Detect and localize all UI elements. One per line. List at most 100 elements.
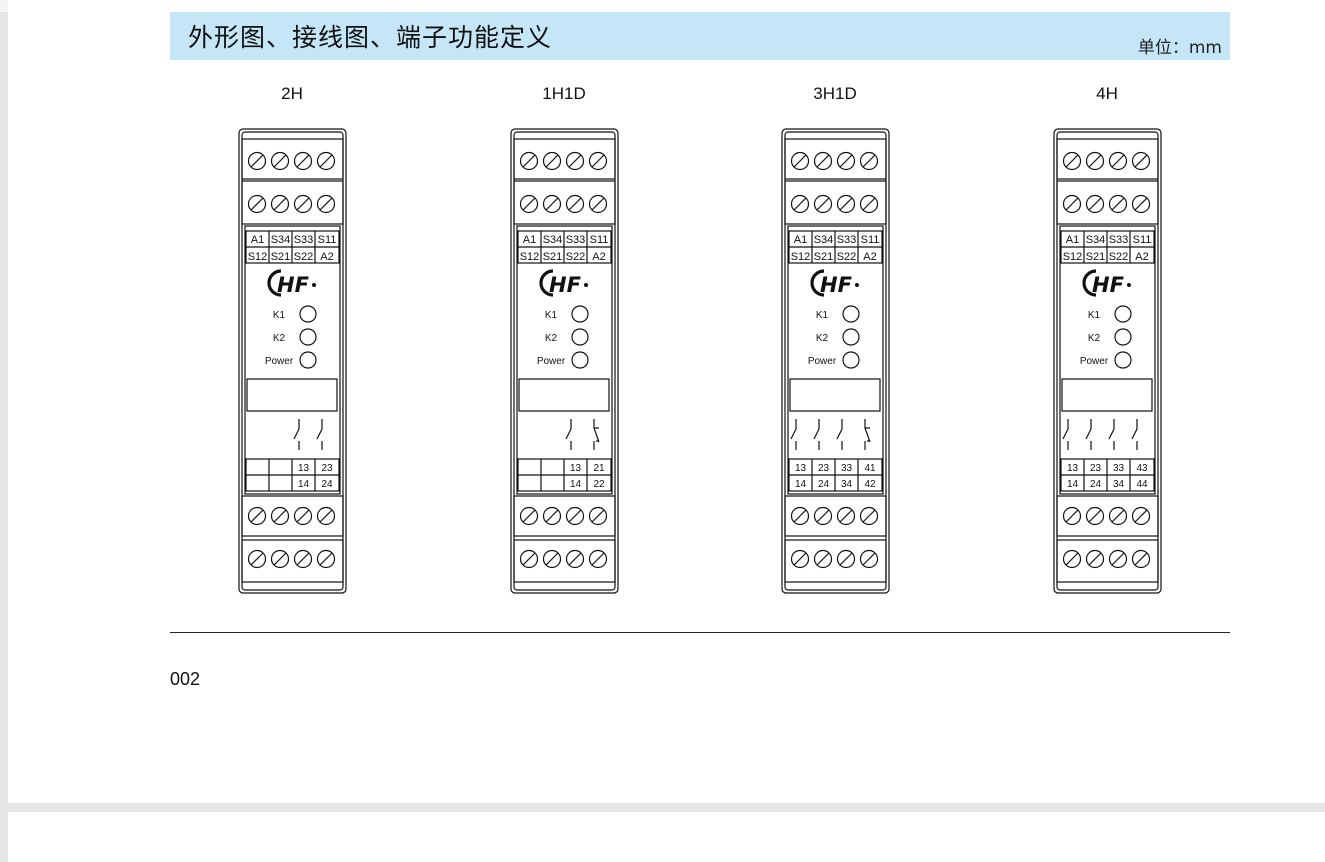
relay-1h1d-housing: [510, 128, 619, 594]
model-label-4h: 4H: [1096, 84, 1118, 103]
relay-4h-logo-dot: [1127, 283, 1131, 287]
relay-3h1d-terminal-23: 23: [818, 463, 830, 474]
relay-2h-top-row1-screw-slot-4: [319, 154, 333, 168]
relay-4h-terminal-14: 14: [1067, 479, 1079, 490]
relay-4h-label-s22: S22: [1109, 251, 1129, 263]
relay-2h-contact-no-3: [293, 419, 300, 450]
relay-4h-label-s33: S33: [1109, 234, 1129, 246]
relay-3h1d-top-block-1: [784, 138, 887, 180]
relay-3h1d-bottom-row1-screw-slot-1: [793, 509, 807, 523]
relay-3h1d-bottom-block-1: [784, 495, 887, 537]
relay-1h1d-bottom-block-2: [513, 539, 616, 583]
relay-3h1d-bottom-row1-screw-3: [836, 506, 856, 526]
relay-4h-indicator-label-k1: K1: [1088, 310, 1101, 321]
relay-3h1d-terminal-33: 33: [841, 463, 853, 474]
relay-2h-bottom-row2-screw-4: [316, 549, 336, 569]
relay-3h1d-top-row1-screw-slot-3: [839, 154, 853, 168]
relay-1h1d-top-row2-screw-slot-3: [568, 197, 582, 211]
relay-1h1d-housing-inner: [513, 131, 616, 591]
relay-3h1d-bottom-row1-screw-slot-3: [839, 509, 853, 523]
relay-1h1d-logo-dot: [584, 283, 588, 287]
relay-3h1d-bottom-row2-screw-slot-2: [816, 552, 830, 566]
relay-3h1d-housing-inner: [784, 131, 887, 591]
relay-4h-bottom-row1-screw-3: [1108, 506, 1128, 526]
relay-3h1d-logo-text: HF: [820, 273, 853, 297]
relay-2h-terminal-14: 14: [298, 479, 310, 490]
relay-2h-bottom-row2-screw-2: [270, 549, 290, 569]
relay-3h1d-contact-no-2: [813, 419, 820, 450]
relay-4h-top-block-2: [1056, 180, 1159, 225]
relay-2h-bottom-row2-screw-slot-1: [250, 552, 264, 566]
relay-1h1d-label-s34: S34: [543, 234, 563, 246]
relay-1h1d-bottom-row1-screw-slot-4: [591, 509, 605, 523]
relay-1h1d-top-row1-screw-slot-3: [568, 154, 582, 168]
relay-1h1d-label-a1: A1: [523, 234, 536, 246]
relay-3h1d-top-row1-screw-3: [836, 151, 856, 171]
relay-1h1d-top-row2-screw-2: [542, 194, 562, 214]
relay-3h1d-top-row2-screw-2: [813, 194, 833, 214]
relay-2h-housing-inner: [241, 131, 344, 591]
relay-2h-bottom-row2-screw-3: [293, 549, 313, 569]
relay-1h1d-top-block-2: [513, 180, 616, 225]
relay-2h-bottom-row1-screw-slot-3: [296, 509, 310, 523]
relay-4h-label-s12: S12: [1063, 251, 1083, 263]
relay-1h1d-bottom-row1-screw-1: [519, 506, 539, 526]
relay-3h1d-bottom-row1-screw-2: [813, 506, 833, 526]
relay-1h1d-label-window: [518, 378, 610, 412]
relay-3h1d-top-row1-screw-slot-4: [862, 154, 876, 168]
relay-2h-label-s22: S22: [294, 251, 314, 263]
relay-2h-bottom-block-1: [241, 495, 344, 537]
relay-2h-indicator-label-k2: K2: [273, 333, 286, 344]
relay-3h1d-label-s21: S21: [814, 251, 834, 263]
relay-2h-terminal-13: 13: [298, 463, 310, 474]
model-label-3h1d: 3H1D: [813, 84, 857, 103]
relay-1h1d-top-row2-screw-slot-2: [545, 197, 559, 211]
relay-3h1d-label-s22: S22: [837, 251, 857, 263]
relay-1h1d-top-row2-screw-4: [588, 194, 608, 214]
relay-3h1d-label-a2: A2: [863, 251, 876, 263]
relay-3h1d-terminal-41: 41: [864, 463, 876, 474]
relay-3h1d-top-row2-screw-slot-4: [862, 197, 876, 211]
relay-2h-top-row2-screw-slot-2: [273, 197, 287, 211]
relay-4h-bottom-row2-screw-4: [1131, 549, 1151, 569]
relay-3h1d-top-row1-screw-slot-1: [793, 154, 807, 168]
relay-1h1d-bottom-block-1: [513, 495, 616, 537]
relay-2h-top-row2-screw-slot-3: [296, 197, 310, 211]
footer-divider: [170, 632, 1230, 633]
relay-3h1d-top-row2-screw-1: [790, 194, 810, 214]
relay-4h-bottom-row2-screw-2: [1085, 549, 1105, 569]
relay-3h1d-bottom-row2-screw-slot-1: [793, 552, 807, 566]
relay-4h-bottom-row2-screw-slot-2: [1088, 552, 1102, 566]
relay-1h1d-bottom-row1-screw-4: [588, 506, 608, 526]
relay-4h-bottom-row1-screw-2: [1085, 506, 1105, 526]
relay-2h-bottom-block-2: [241, 539, 344, 583]
relay-2h-top-row2-screw-slot-1: [250, 197, 264, 211]
relay-3h1d-top-row2-screw-4: [859, 194, 879, 214]
relay-2h-logo-arc: [267, 269, 282, 297]
relay-1h1d-bottom-row2-screw-slot-4: [591, 552, 605, 566]
relay-3h1d-top-block-2: [784, 180, 887, 225]
relay-4h-bottom-row2-screw-slot-1: [1065, 552, 1079, 566]
model-label-1h1d: 1H1D: [542, 84, 586, 103]
relay-2h-bottom-row2-screw-slot-3: [296, 552, 310, 566]
relay-4h-indicator-label-k2: K2: [1088, 333, 1101, 344]
relay-1h1d-contact-no-3: [565, 419, 572, 450]
relay-3h1d-label-a1: A1: [794, 234, 807, 246]
relay-2h-indicator-label-power: Power: [265, 356, 294, 367]
relay-4h-logo-arc: [1082, 269, 1097, 297]
relay-1h1d-indicator-led-power: [571, 351, 589, 369]
relay-3h1d-terminal-14: 14: [795, 479, 807, 490]
relay-3h1d-top-row2-screw-3: [836, 194, 856, 214]
relay-1h1d-top-row1-screw-3: [565, 151, 585, 171]
relay-2h-top-row1-screw-slot-2: [273, 154, 287, 168]
relay-4h-bottom-row2-screw-slot-3: [1111, 552, 1125, 566]
relay-4h-label-a2: A2: [1135, 251, 1148, 263]
relay-3h1d-label-s11: S11: [861, 234, 880, 246]
relay-3h1d-bottom-row2-screw-3: [836, 549, 856, 569]
relay-2h-label-s33: S33: [294, 234, 314, 246]
relay-2h-label-a1: A1: [251, 234, 264, 246]
relay-2h-terminal-24: 24: [321, 479, 333, 490]
relay-3h1d-bottom-row1-screw-slot-4: [862, 509, 876, 523]
